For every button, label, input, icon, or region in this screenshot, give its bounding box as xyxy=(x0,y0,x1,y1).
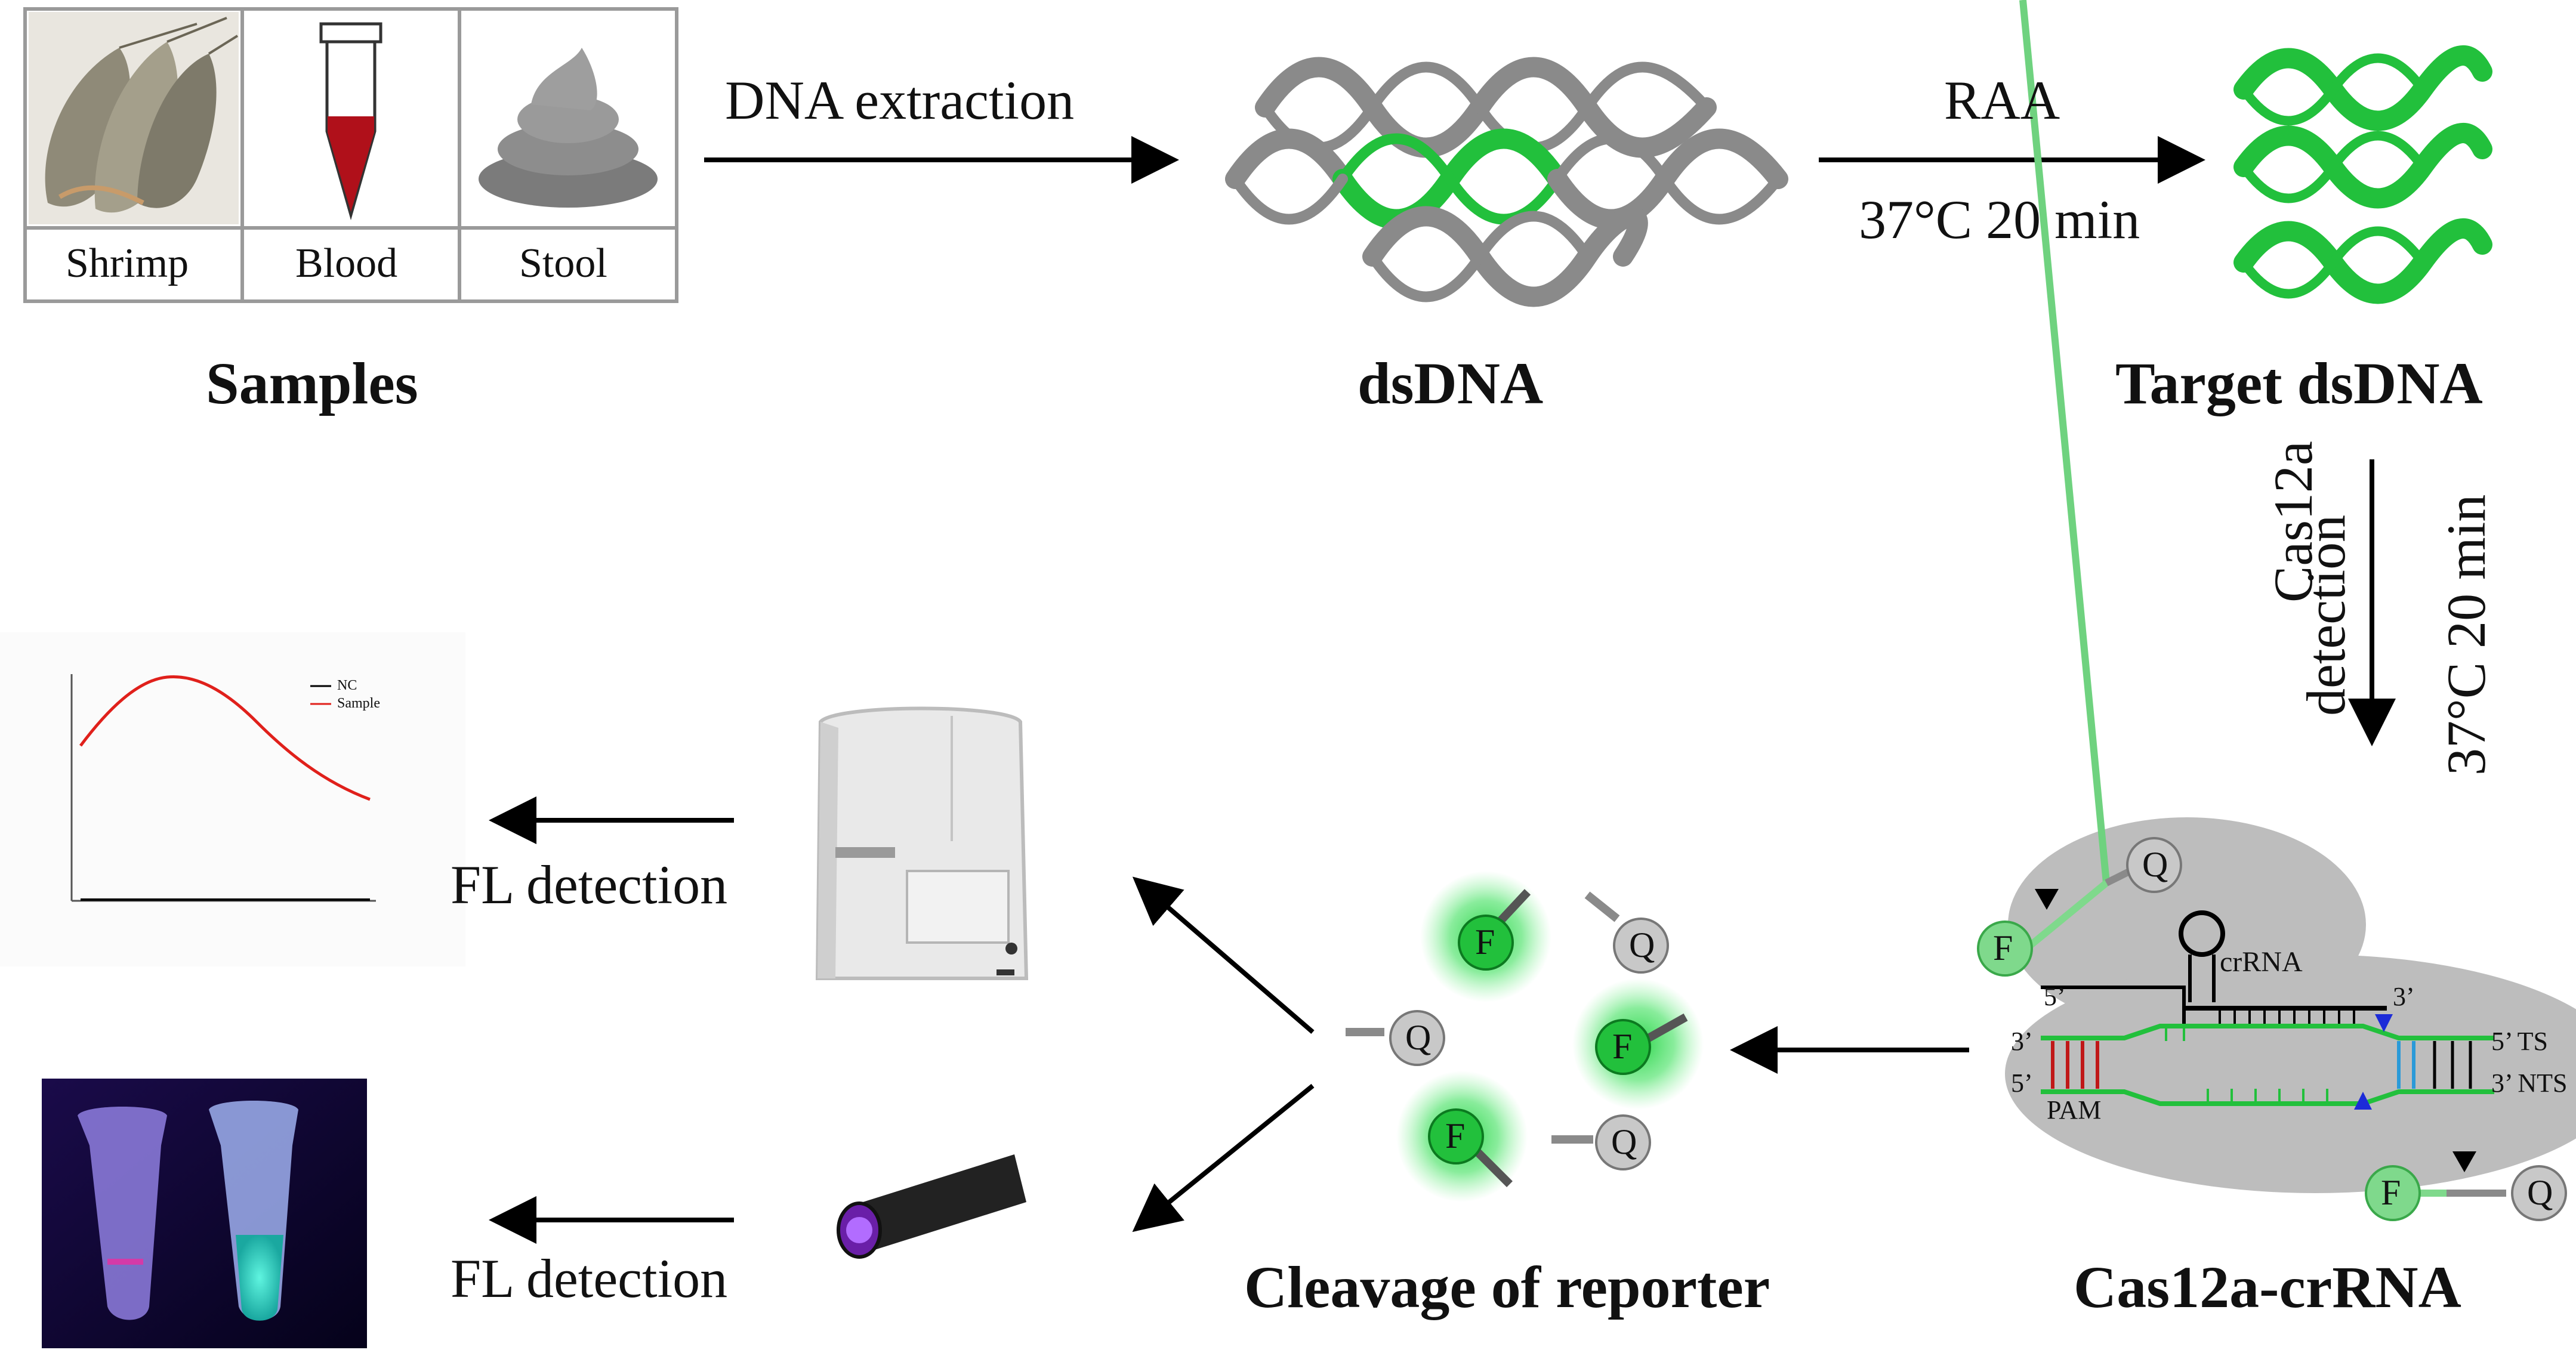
fluorophore-1 xyxy=(1458,889,1531,971)
plate-reader-image xyxy=(815,706,1029,980)
target-dsdna-illustration xyxy=(2233,45,2492,304)
cleavage-caption: Cleavage of reporter xyxy=(1244,1254,1770,1320)
cas12a-complex xyxy=(1977,0,2576,1221)
cleaved-q-2: Q xyxy=(1405,1018,1432,1057)
samples-table xyxy=(23,7,678,303)
reporter-bottom-f: F xyxy=(2381,1173,2401,1212)
ts-label: 5’ TS xyxy=(2491,1027,2548,1056)
samples-caption: Samples xyxy=(206,350,418,416)
nts-5prime: 5’ xyxy=(2011,1068,2033,1098)
crrna-label: crRNA xyxy=(2220,946,2303,978)
arrow-to-reader xyxy=(1132,876,1315,1034)
dna-extraction-label: DNA extraction xyxy=(725,70,1075,131)
blood-tube-image xyxy=(319,22,382,221)
dsdna-illustration xyxy=(1225,57,1788,307)
crrna-5prime: 5’ xyxy=(2044,982,2066,1011)
reporter-bottom-q: Q xyxy=(2527,1173,2553,1212)
sample-curve xyxy=(79,675,371,801)
quencher-1 xyxy=(1584,891,1669,974)
nts-3prime: 3’ xyxy=(2011,1027,2033,1056)
raa-label: RAA xyxy=(1944,70,2060,131)
fluorescence-spectrum-chart xyxy=(0,632,465,966)
legend-nc: NC xyxy=(337,678,357,693)
crrna-ticks xyxy=(2219,1008,2355,1026)
arrow-to-flashlight xyxy=(1132,1083,1315,1233)
stool-image xyxy=(479,48,658,208)
sample-label-blood: Blood xyxy=(295,240,398,286)
reporter-bottom xyxy=(2365,1151,2567,1221)
reporter-top-q: Q xyxy=(2142,845,2168,884)
cas12a-crrna-caption: Cas12a-crRNA xyxy=(2074,1254,2461,1320)
quencher-2 xyxy=(1346,1010,1445,1066)
cas12a-conditions-label: 37°C 20 min xyxy=(2436,494,2497,776)
arrows xyxy=(489,136,2396,1244)
cleaved-f-3: F xyxy=(1445,1116,1466,1156)
pam-site xyxy=(2051,1041,2099,1089)
sample-label-stool: Stool xyxy=(519,240,607,286)
fluorophore-2 xyxy=(1595,1013,1688,1075)
fl-detection-top-label: FL detection xyxy=(451,854,728,915)
cleaved-f-1: F xyxy=(1475,922,1495,962)
dsdna-caption: dsDNA xyxy=(1358,350,1544,416)
reporter-top xyxy=(1977,0,2182,977)
uv-flashlight-image xyxy=(837,1154,1026,1259)
legend-sample: Sample xyxy=(337,696,380,711)
sample-label-shrimp: Shrimp xyxy=(66,240,189,286)
crrna-3prime: 3’ xyxy=(2393,982,2415,1011)
reporter-top-f: F xyxy=(1993,928,2013,968)
quencher-3 xyxy=(1551,1114,1651,1170)
uv-tubes-photo xyxy=(42,1079,367,1348)
cas12a-label-line2: detection xyxy=(2296,514,2356,716)
cleaved-q-1: Q xyxy=(1629,925,1655,965)
target-dsdna-caption: Target dsDNA xyxy=(2115,350,2483,416)
cleaved-q-3: Q xyxy=(1611,1122,1637,1162)
cleavage-site-nts xyxy=(2354,1092,2372,1110)
fluorophore-3 xyxy=(1428,1108,1513,1187)
fl-detection-bottom-label: FL detection xyxy=(451,1248,728,1309)
nts-label: 3’ NTS xyxy=(2491,1068,2568,1098)
raa-conditions-label: 37°C 20 min xyxy=(1859,189,2140,250)
shrimp-image xyxy=(29,12,239,224)
cleavage-site-ts xyxy=(2375,1014,2393,1032)
cleaved-reporters xyxy=(1346,871,1704,1202)
cleaved-f-2: F xyxy=(1612,1027,1633,1066)
pam-label: PAM xyxy=(2047,1095,2102,1125)
